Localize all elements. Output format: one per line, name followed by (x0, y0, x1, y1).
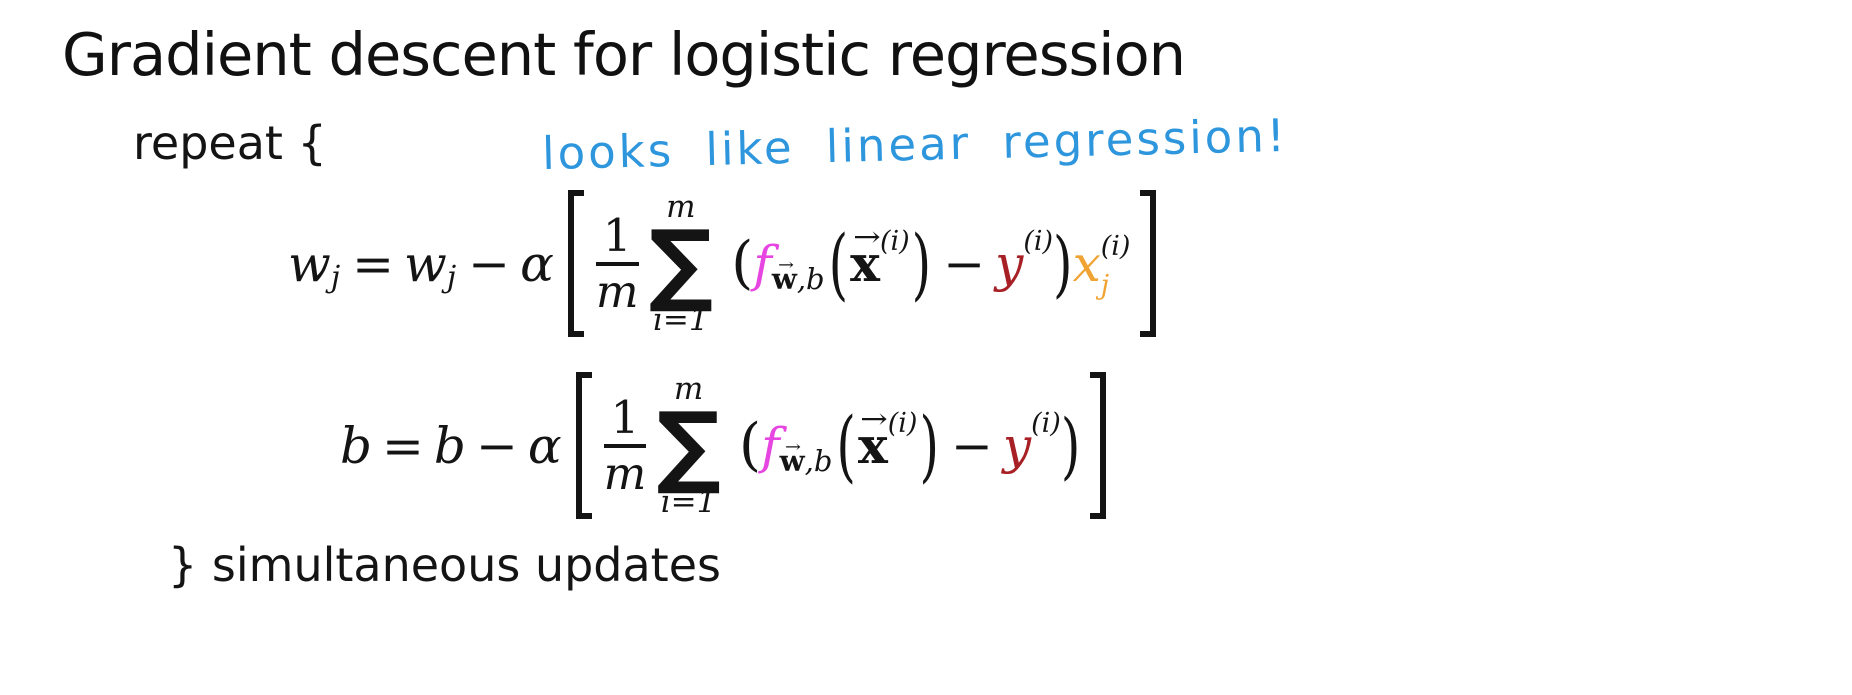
fraction-bar (603, 443, 647, 448)
summation: m ∑ i=1 (656, 372, 721, 519)
left-bracket (575, 372, 592, 520)
w-lhs-sub: j (330, 259, 341, 295)
fraction-1-over-m: 1 m (595, 208, 639, 318)
equation-b-update: b = b − α 1 m m ∑ i=1 ( f →w,b ( →x (i) … (340, 372, 1107, 520)
xj-subsup: (i) j (1101, 233, 1131, 299)
w-vector-base: w (779, 444, 805, 479)
w-rhs: w (404, 234, 447, 293)
y-superscript-i: (i) (1023, 226, 1054, 258)
equals-sign: = (352, 234, 395, 293)
fraction-bar (595, 261, 639, 266)
minus-sign: − (943, 234, 986, 293)
w-vector: →w (771, 256, 797, 297)
w-vector-base: w (771, 262, 797, 297)
sum-upper-limit: m (666, 189, 696, 225)
x-superscript-i: (i) (887, 408, 918, 440)
xj-subscript-j: j (1100, 269, 1110, 301)
left-bracket (567, 190, 584, 338)
sigma-icon: ∑ (656, 393, 721, 499)
equals-sign: = (382, 416, 424, 475)
b-rhs: b (433, 416, 466, 475)
x-vector-base: x (857, 415, 888, 475)
minus-sign: − (950, 416, 993, 475)
x-vector: →x (850, 224, 880, 289)
b-lhs: b (340, 416, 373, 475)
x-vector-base: x (850, 233, 880, 293)
big-open-paren: ( (836, 400, 856, 491)
vector-arrow-icon: → (777, 254, 794, 274)
vector-arrow-icon: → (860, 403, 889, 436)
repeat-open-label: repeat { (133, 116, 327, 170)
vector-arrow-icon: → (852, 221, 881, 254)
w-vector: →w (779, 438, 805, 479)
open-paren: ( (738, 412, 762, 479)
page-title: Gradient descent for logistic regression (62, 20, 1186, 89)
open-paren: ( (731, 230, 754, 297)
summand-expression: ( f →w,b ( →x (i) ) − y (i) ) x (i) j (731, 224, 1131, 303)
right-bracket (1090, 372, 1107, 520)
x-vector: →x (858, 406, 888, 471)
summation: m ∑ i=1 (649, 190, 714, 337)
big-close-paren: ) (911, 218, 932, 309)
fraction-1-over-m: 1 m (603, 390, 647, 500)
y-superscript-i: (i) (1031, 408, 1061, 440)
w-lhs: w (288, 234, 331, 293)
f-subscript-wb: →w,b (779, 438, 833, 479)
comma-b: ,b (804, 444, 833, 479)
sum-lower-limit: i=1 (652, 302, 709, 339)
sigma-icon: ∑ (648, 211, 714, 317)
vector-arrow-icon: → (785, 436, 802, 456)
fraction-numerator: 1 (610, 390, 640, 444)
comma-b: ,b (796, 262, 825, 297)
handwritten-annotation: looks like linear regression! (541, 108, 1289, 181)
close-paren: ) (1053, 221, 1073, 306)
y-target: y (1002, 416, 1032, 475)
minus-sign: − (475, 416, 518, 475)
right-bracket (1140, 190, 1157, 338)
xj-superscript-i: (i) (1100, 230, 1131, 262)
w-rhs-sub: j (446, 259, 457, 295)
close-paren: ) (1060, 403, 1081, 488)
fraction-denominator: m (603, 446, 647, 500)
alpha-symbol: α (520, 234, 554, 293)
f-subscript-wb: →w,b (771, 256, 825, 297)
x-superscript-i: (i) (879, 226, 910, 258)
big-open-paren: ( (828, 218, 849, 309)
fraction-denominator: m (595, 264, 639, 318)
fraction-numerator: 1 (602, 208, 632, 262)
minus-sign: − (468, 234, 511, 293)
f-function: f (753, 234, 772, 293)
y-target: y (995, 234, 1024, 293)
summand-expression: ( f →w,b ( →x (i) ) − y (i) ) (738, 406, 1080, 485)
x-feature: x (1072, 234, 1101, 293)
simultaneous-updates-label: } simultaneous updates (168, 538, 721, 592)
f-function: f (761, 416, 780, 475)
alpha-symbol: α (527, 416, 562, 475)
sum-upper-limit: m (673, 371, 704, 407)
big-close-paren: ) (919, 400, 939, 491)
sum-lower-limit: i=1 (660, 484, 717, 521)
